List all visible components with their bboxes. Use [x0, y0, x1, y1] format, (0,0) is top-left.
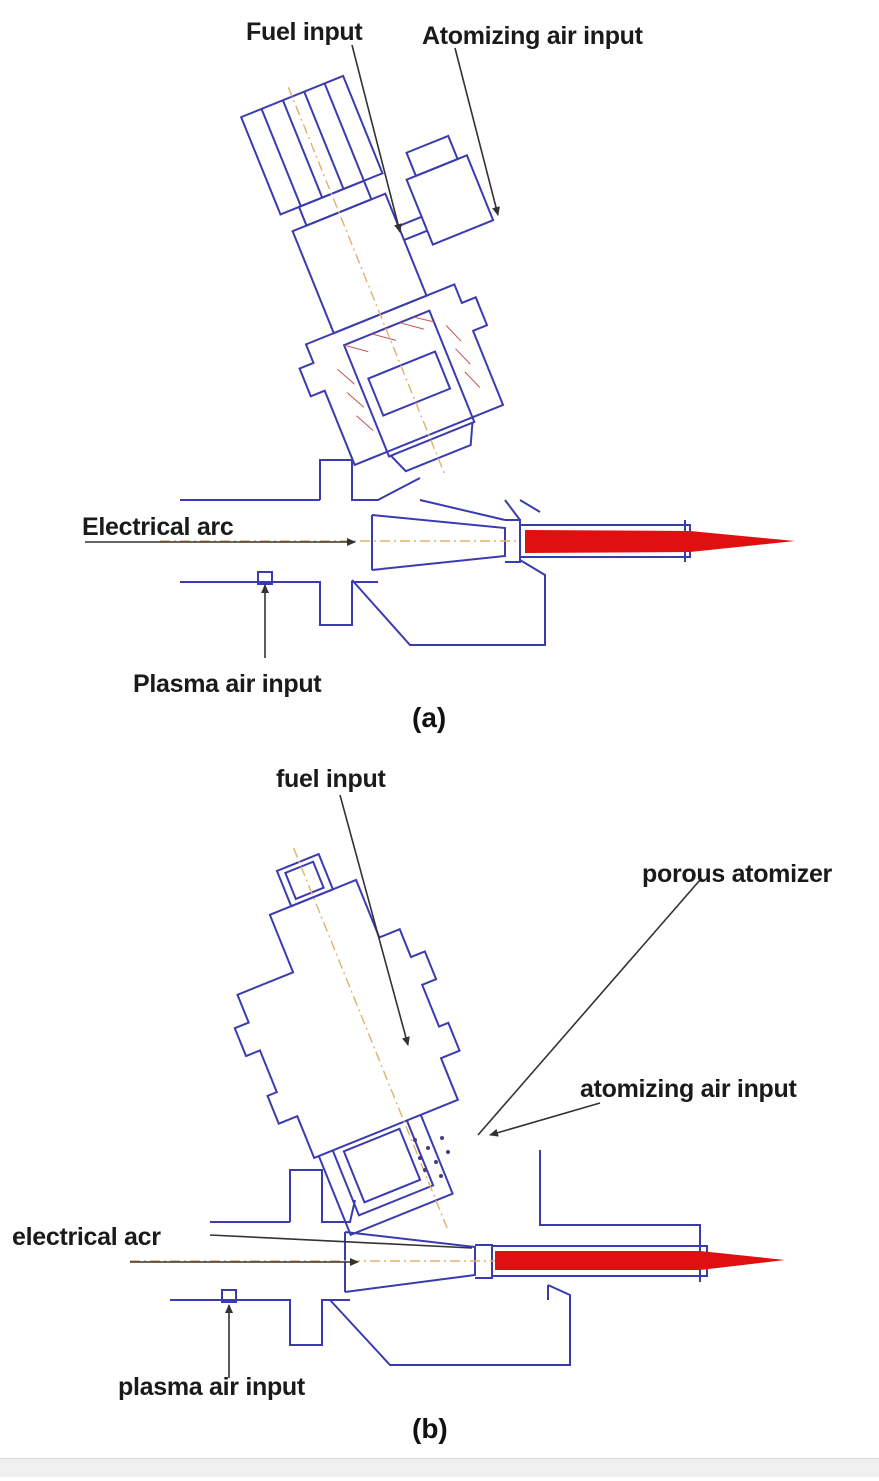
label-atomizing-air-input-b: atomizing air input — [580, 1075, 797, 1103]
flame-a — [525, 530, 795, 553]
label-porous-atomizer-b: porous atomizer — [642, 860, 832, 888]
label-fuel-input-b: fuel input — [276, 765, 386, 793]
label-fuel-input-a: Fuel input — [246, 18, 363, 46]
bottom-edge-bar — [0, 1458, 879, 1477]
caption-b: (b) — [412, 1413, 448, 1444]
label-electrical-arc-b: electrical acr — [12, 1223, 161, 1251]
flame-b — [495, 1251, 785, 1270]
label-atomizing-air-input-a: Atomizing air input — [422, 22, 643, 50]
panel-a-drawing — [85, 44, 795, 658]
label-electrical-arc-a: Electrical arc — [82, 513, 234, 541]
label-plasma-air-input-a: Plasma air input — [133, 670, 322, 698]
panel-b-drawing — [130, 794, 785, 1378]
label-plasma-air-input-b: plasma air input — [118, 1373, 305, 1401]
porous-atomizer-dots — [413, 1136, 450, 1178]
caption-a: (a) — [412, 702, 447, 733]
